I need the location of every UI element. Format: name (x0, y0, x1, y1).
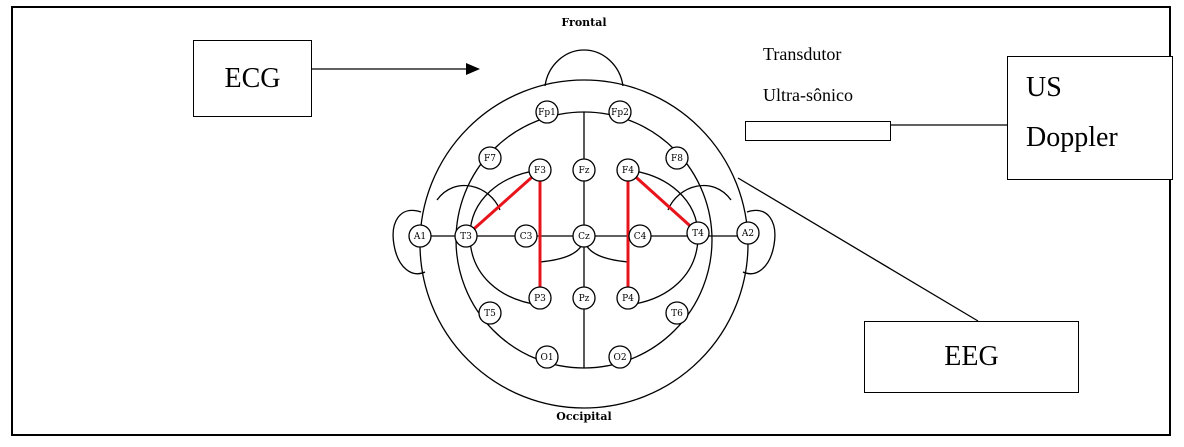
electrode-label: F7 (484, 154, 496, 164)
electrode-label: O2 (613, 353, 626, 363)
electrode-t4 (686, 221, 710, 245)
electrode-label: P3 (534, 294, 546, 304)
electrode-o2 (608, 345, 632, 369)
eeg-connector (737, 177, 979, 322)
eeg-box: EEG (864, 321, 1079, 393)
left-temporal-arc (436, 184, 501, 211)
us-doppler-box: US Doppler (1007, 56, 1173, 180)
right-ear-outline (742, 209, 776, 275)
eeg-label: EEG (944, 341, 999, 372)
electrode-a2 (736, 221, 760, 245)
ecg-label: ECG (224, 62, 281, 94)
ecg-box: ECG (193, 40, 312, 117)
electrode-f8 (665, 146, 689, 170)
electrode-label: Cz (578, 232, 590, 242)
electrode-f4 (616, 158, 640, 182)
us-label: US (1026, 72, 1062, 103)
electrode-label: Fp2 (611, 108, 629, 118)
electrode-label: C4 (634, 232, 647, 242)
electrode-label: Fz (579, 166, 590, 176)
electrode-label: F3 (534, 166, 546, 176)
electrode-p4 (616, 286, 640, 310)
montage-f3-t3 (465, 168, 541, 238)
electrode-label: A2 (741, 229, 754, 239)
electrode-label: O1 (540, 353, 553, 363)
montage-f4-t4 (626, 168, 700, 235)
electrode-p3 (528, 286, 552, 310)
ultrasonic-transducer (745, 121, 891, 141)
electrode-f3 (528, 158, 552, 182)
electrode-label: F8 (671, 154, 683, 164)
montage-lines (465, 168, 700, 298)
electrode-label: T5 (484, 309, 496, 319)
occipital-label: Occipital (556, 410, 611, 423)
electrode-c3 (514, 224, 538, 248)
electrode-fz (572, 158, 596, 182)
figure-frame (11, 6, 1171, 436)
electrode-t6 (665, 301, 689, 325)
electrode-o1 (535, 345, 559, 369)
electrode-label: A1 (413, 232, 426, 242)
transducer-label: Transdutor (763, 44, 842, 64)
left-curve-lower (469, 235, 541, 306)
frontal-label: Frontal (561, 16, 606, 29)
left-ear-outline (392, 209, 426, 275)
electrode-pz (572, 286, 596, 310)
electrode-label: T3 (460, 232, 472, 242)
electrode-f7 (478, 146, 502, 170)
electrode-label: T4 (692, 229, 704, 239)
electrode-fp2 (608, 100, 632, 124)
nose-outline (544, 49, 624, 87)
electrode-label: P4 (622, 294, 634, 304)
electrode-label: Pz (579, 294, 590, 304)
electrode-a1 (408, 224, 432, 248)
electrode-fp1 (535, 100, 559, 124)
electrode-label: T6 (671, 309, 683, 319)
right-curve-lower (627, 235, 699, 306)
left-curve-upper (469, 169, 541, 237)
electrode-c4 (628, 224, 652, 248)
doppler-label: Doppler (1026, 122, 1118, 153)
electrode-label: F4 (622, 166, 634, 176)
electrode-t5 (478, 301, 502, 325)
ecg-arrow (312, 63, 480, 75)
ultrasonic-label: Ultra-sônico (763, 85, 853, 105)
electrode-cz (572, 224, 596, 248)
right-temporal-arc (667, 184, 732, 211)
electrode-label: Fp1 (538, 108, 556, 118)
electrode-label: C3 (520, 232, 533, 242)
electrode-t3 (454, 224, 478, 248)
